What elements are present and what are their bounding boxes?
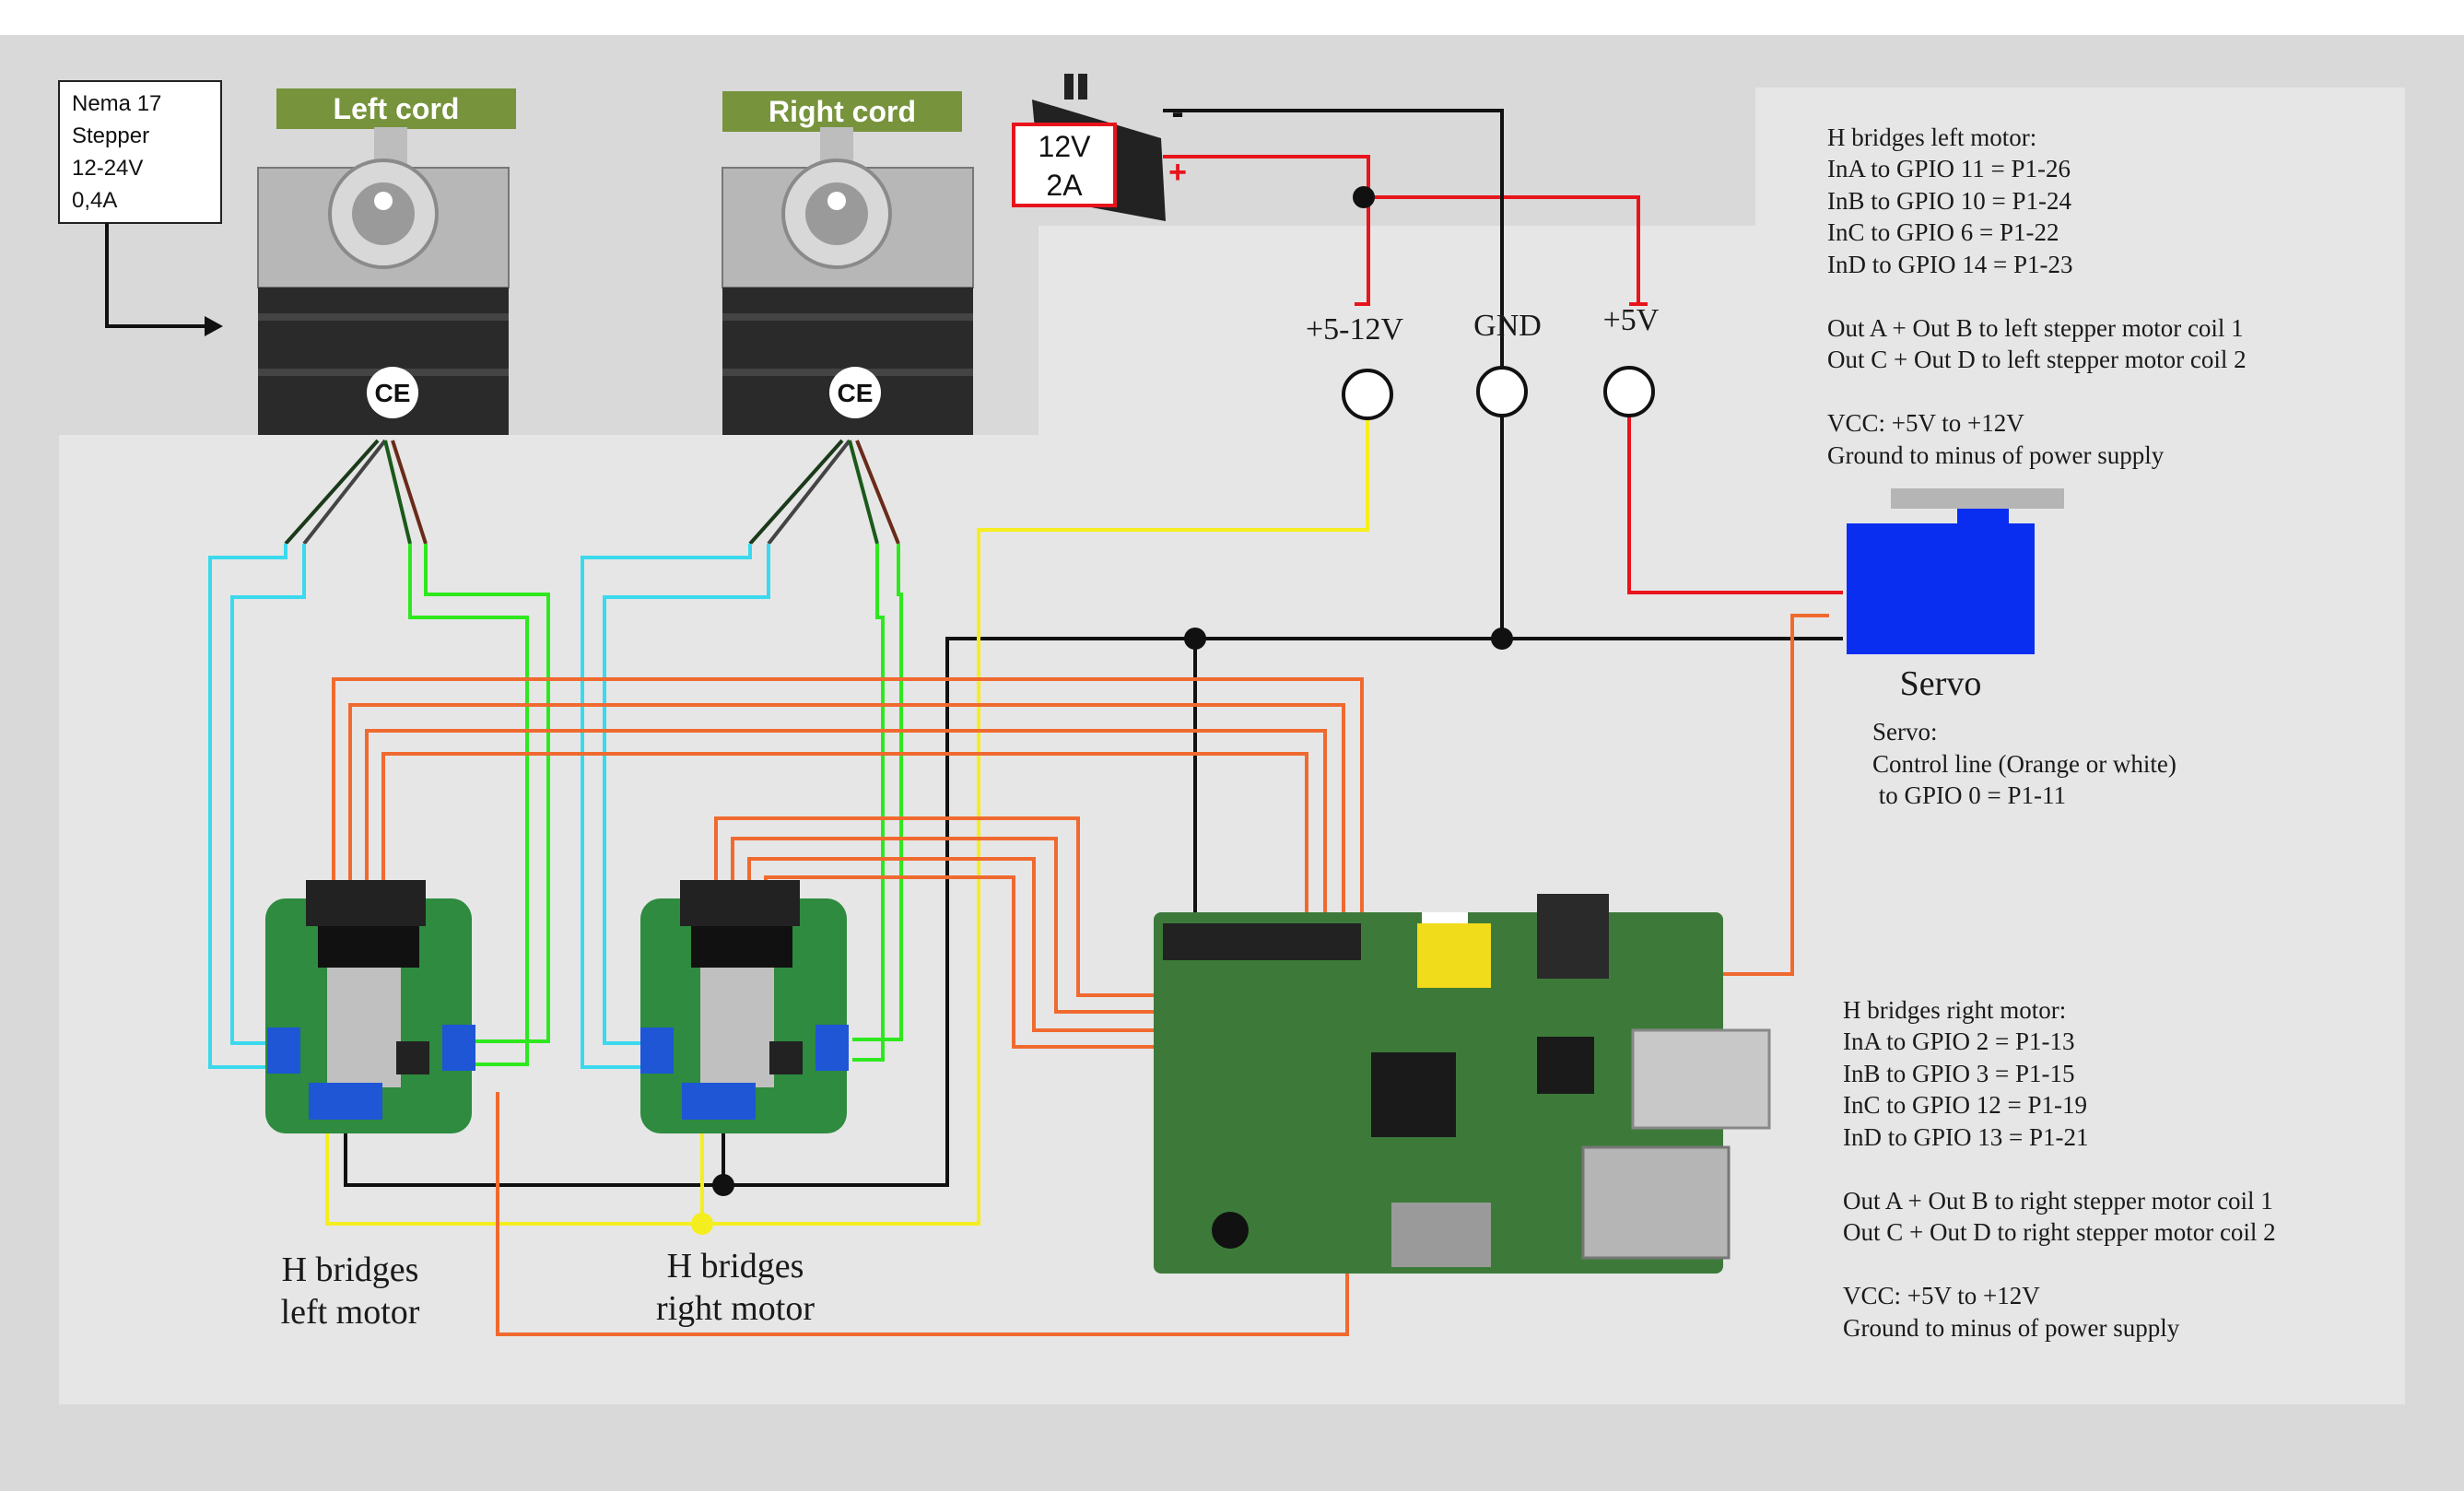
right-cord-badge bbox=[722, 91, 962, 132]
note-line: H bridges left motor: bbox=[1827, 123, 2036, 151]
power-wires-red bbox=[1163, 155, 1843, 594]
h-bridge-left-caption: left motor bbox=[281, 1293, 420, 1332]
left-cord-badge bbox=[276, 88, 516, 129]
left-cord-label: Left cord bbox=[334, 92, 460, 125]
right-stepper-motor: CE bbox=[722, 127, 974, 435]
h-bridge-left-board bbox=[265, 880, 475, 1133]
ground-wires bbox=[344, 109, 1843, 1187]
note-line: Servo: bbox=[1872, 718, 1938, 746]
psu-current: 2A bbox=[1046, 169, 1083, 202]
terminal-power bbox=[1342, 369, 1393, 420]
terminal-5v bbox=[1603, 366, 1655, 417]
terminal-gnd-label: GND bbox=[1473, 309, 1542, 343]
note-line: Out C + Out D to left stepper motor coil… bbox=[1827, 346, 2247, 373]
junction-dot bbox=[1491, 628, 1513, 650]
signal-wires-orange bbox=[332, 614, 1829, 1336]
note-line: VCC: +5V to +12V bbox=[1843, 1282, 2040, 1309]
note-line: VCC: +5V to +12V bbox=[1827, 409, 2024, 437]
spec-arrow-head bbox=[205, 316, 223, 336]
note-line: InC to GPIO 12 = P1-19 bbox=[1843, 1091, 2087, 1119]
spec-line: Stepper bbox=[72, 123, 149, 148]
note-line: Ground to minus of power supply bbox=[1827, 441, 2165, 469]
note-line: H bridges right motor: bbox=[1843, 996, 2066, 1024]
psu-voltage: 12V bbox=[1038, 130, 1092, 163]
coil-wires-cyan bbox=[208, 544, 770, 1069]
h-bridge-left-caption: H bridges bbox=[282, 1250, 419, 1289]
ce-mark: CE bbox=[375, 379, 411, 407]
left-stepper-motor: CE bbox=[257, 127, 510, 435]
notes-right-motor: H bridges right motor: InA to GPIO 2 = P… bbox=[1843, 996, 2276, 1342]
note-line: InA to GPIO 11 = P1-26 bbox=[1827, 155, 2071, 182]
h-bridge-right-board bbox=[640, 880, 849, 1133]
servo-label: Servo bbox=[1900, 664, 1982, 703]
note-line: Out C + Out D to right stepper motor coi… bbox=[1843, 1218, 2276, 1246]
note-line: InB to GPIO 3 = P1-15 bbox=[1843, 1060, 2075, 1087]
note-line: InD to GPIO 14 = P1-23 bbox=[1827, 251, 2072, 278]
terminal-power-label: +5-12V bbox=[1306, 312, 1403, 346]
note-line: InC to GPIO 6 = P1-22 bbox=[1827, 218, 2059, 246]
spec-line: Nema 17 bbox=[72, 91, 161, 116]
note-line: Out A + Out B to left stepper motor coil… bbox=[1827, 314, 2244, 342]
note-line: Out A + Out B to right stepper motor coi… bbox=[1843, 1187, 2273, 1215]
psu-plus-label: + bbox=[1168, 155, 1187, 190]
junction-dot bbox=[712, 1174, 734, 1196]
power-supply: 12V 2A - + bbox=[1012, 74, 1187, 221]
junction-dot bbox=[1184, 628, 1206, 650]
junction-dot bbox=[1353, 186, 1375, 208]
stepper-spec-box: Nema 17 Stepper 12-24V 0,4A bbox=[58, 80, 222, 224]
note-line: InB to GPIO 10 = P1-24 bbox=[1827, 187, 2071, 215]
terminal-gnd bbox=[1476, 366, 1528, 417]
coil-wires-green bbox=[408, 544, 903, 1066]
servo bbox=[1847, 488, 2064, 654]
terminal-5v-label: +5V bbox=[1603, 303, 1660, 337]
right-cord-label: Right cord bbox=[769, 95, 916, 128]
note-line: InD to GPIO 13 = P1-21 bbox=[1843, 1123, 2088, 1151]
note-line: to GPIO 0 = P1-11 bbox=[1872, 781, 2066, 809]
junction-dot bbox=[691, 1213, 713, 1235]
notes-left-motor: H bridges left motor: InA to GPIO 11 = P… bbox=[1827, 123, 2247, 469]
h-bridge-right-caption: right motor bbox=[656, 1289, 815, 1328]
note-line: Ground to minus of power supply bbox=[1843, 1314, 2180, 1342]
note-line: InA to GPIO 2 = P1-13 bbox=[1843, 1027, 2075, 1055]
spec-line: 12-24V bbox=[72, 156, 143, 181]
note-line: Control line (Orange or white) bbox=[1872, 750, 2177, 778]
notes-servo: Servo: Control line (Orange or white) to… bbox=[1872, 718, 2177, 809]
raspberry-pi-board bbox=[1154, 894, 1771, 1274]
h-bridge-right-caption: H bridges bbox=[667, 1247, 804, 1286]
spec-arrow bbox=[105, 223, 214, 328]
ce-mark: CE bbox=[838, 379, 874, 407]
spec-line: 0,4A bbox=[72, 188, 117, 213]
motor-cables bbox=[284, 439, 900, 546]
